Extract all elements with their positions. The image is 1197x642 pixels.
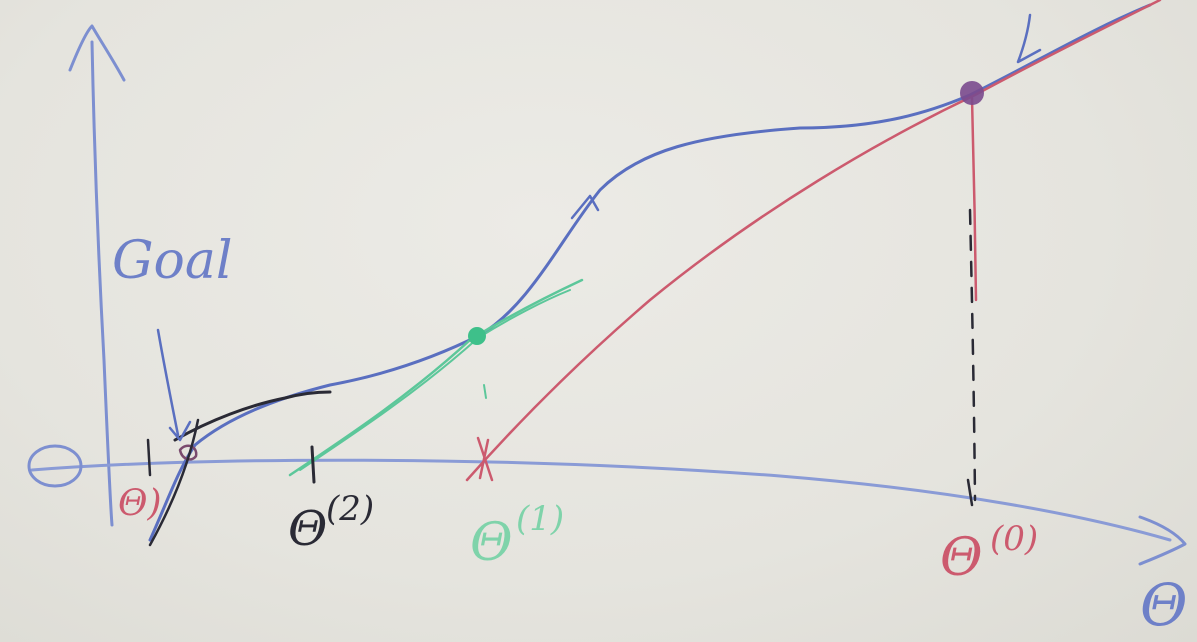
origin-circle [27, 444, 83, 488]
root-curve-tail [148, 418, 200, 547]
goal-pointer-arrow [156, 328, 192, 442]
label-theta-2: Θ [288, 501, 327, 557]
y-axis-label: Goal [112, 231, 232, 291]
x-axis-arrowhead [1138, 515, 1187, 566]
tick-theta-star [146, 438, 152, 477]
root-scribble [178, 444, 198, 461]
axes [27, 24, 1187, 566]
tick-iter-2 [310, 445, 316, 484]
label-theta-0-sup: (0) [990, 519, 1038, 559]
label-theta-1-sup: (1) [516, 499, 564, 539]
tick-iter-0 [966, 478, 974, 507]
drop-line-iter-0 [970, 96, 978, 302]
point-iter-0 [960, 81, 984, 105]
tangent-line-iter-2 [173, 390, 332, 442]
goal-curve-arrow-upper [1016, 13, 1042, 64]
label-theta-1: Θ [470, 513, 513, 573]
goal-curve-arrow-mid [570, 194, 600, 220]
tangent-line-iter-1-b [299, 289, 571, 471]
tangent-line-iter-1 [288, 278, 584, 477]
label-theta-star: Θ) [118, 483, 162, 524]
drop-line-iter-0-dashed [968, 208, 977, 502]
y-axis [90, 40, 114, 527]
y-axis-arrowhead [68, 24, 126, 82]
x-axis-label: Θ [1140, 571, 1188, 639]
drop-line-iter-1 [483, 384, 487, 399]
point-iter-1 [468, 327, 486, 345]
label-theta-0: Θ [940, 528, 983, 588]
cross-mark-iter-0 [476, 436, 494, 482]
tangent-line-iter-0 [465, 0, 1162, 482]
x-axis [30, 458, 1172, 542]
label-theta-2-sup: (2) [326, 489, 374, 529]
